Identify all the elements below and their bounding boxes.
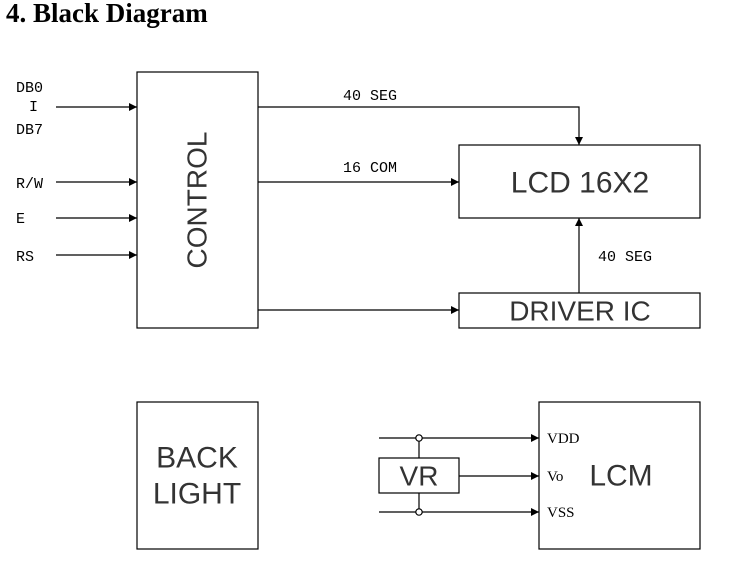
backlight-label-line2: LIGHT xyxy=(153,478,241,511)
pin-label-vss: VSS xyxy=(547,505,575,521)
input-label-separator: I xyxy=(29,99,38,116)
input-label-db7: DB7 xyxy=(16,122,43,139)
signal-label-40-seg-top: 40 SEG xyxy=(343,88,397,105)
input-label-rs: RS xyxy=(16,249,34,266)
input-label-e: E xyxy=(16,211,25,228)
control-block xyxy=(136,71,259,329)
backlight-label-line1: BACK xyxy=(156,442,238,475)
lcd-label: LCD 16X2 xyxy=(511,167,649,200)
lcm-block xyxy=(538,401,701,550)
input-label-rw: R/W xyxy=(16,176,43,193)
lcd-16x2-block xyxy=(458,144,701,219)
arrow-40-seg-top xyxy=(258,106,583,145)
signal-label-16-com: 16 COM xyxy=(343,160,397,177)
signal-label-40-seg-driver: 40 SEG xyxy=(598,249,652,266)
lcm-label: LCM xyxy=(589,460,652,493)
pin-label-vdd: VDD xyxy=(547,431,580,447)
control-label: CONTROL xyxy=(182,132,213,269)
pin-label-vo: Vo xyxy=(547,469,563,485)
driver-ic-label: DRIVER IC xyxy=(509,296,651,327)
junction-bottom xyxy=(415,508,423,516)
backlight-block xyxy=(136,401,259,550)
junction-top xyxy=(415,434,423,442)
input-label-db0: DB0 xyxy=(16,80,43,97)
page-title: 4. Black Diagram xyxy=(6,0,208,28)
vr-label: VR xyxy=(400,461,439,492)
driver-ic-block xyxy=(458,292,701,329)
